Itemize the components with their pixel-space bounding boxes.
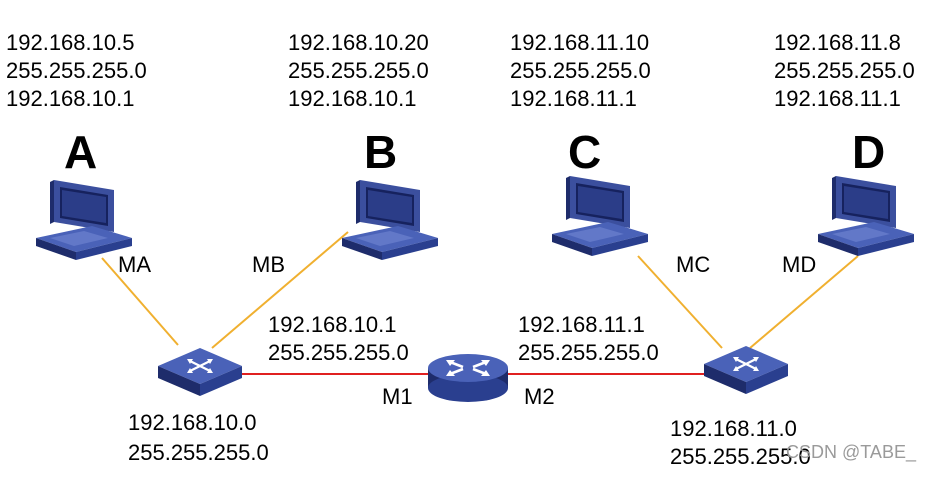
switch-left: 192.168.10.0 255.255.255.0 <box>128 346 269 465</box>
link-a-switch <box>101 257 179 346</box>
link-c-switch <box>637 255 723 349</box>
switch-icon <box>156 346 244 398</box>
host-c-gateway: 192.168.11.1 <box>510 86 637 111</box>
host-a-gateway: 192.168.10.1 <box>6 86 134 111</box>
host-d-gateway: 192.168.11.1 <box>774 86 901 111</box>
host-a: 192.168.10.5 255.255.255.0 192.168.10.1 … <box>6 30 151 277</box>
computer-icon <box>342 180 438 260</box>
switch-right: 192.168.11.0 255.255.255.0 <box>670 344 811 469</box>
host-d-ip: 192.168.11.8 <box>774 30 901 55</box>
host-b-mask: 255.255.255.0 <box>288 58 429 83</box>
switch-left-mask: 255.255.255.0 <box>128 440 269 465</box>
host-b-gateway: 192.168.10.1 <box>288 86 416 111</box>
host-b-mac: MB <box>252 252 285 277</box>
host-c-letter: C <box>568 126 601 178</box>
host-c-mask: 255.255.255.0 <box>510 58 651 83</box>
router-if1-mask: 255.255.255.0 <box>268 340 409 365</box>
computer-icon <box>552 176 648 256</box>
router: 192.168.10.1 255.255.255.0 192.168.11.1 … <box>268 312 659 409</box>
host-b: 192.168.10.20 255.255.255.0 192.168.10.1… <box>252 30 438 277</box>
host-b-letter: B <box>364 126 397 178</box>
host-a-mask: 255.255.255.0 <box>6 58 147 83</box>
router-if2-ip: 192.168.11.1 <box>518 312 645 337</box>
host-a-letter: A <box>64 126 97 178</box>
host-d: 192.168.11.8 255.255.255.0 192.168.11.1 … <box>774 30 915 277</box>
link-lines <box>101 231 859 375</box>
host-a-ip: 192.168.10.5 <box>6 30 134 55</box>
computer-icon <box>36 180 132 260</box>
computer-icon <box>818 176 914 256</box>
host-d-mask: 255.255.255.0 <box>774 58 915 83</box>
host-c-mac: MC <box>676 252 710 277</box>
watermark: CSDN @TABE_ <box>786 442 917 463</box>
switch-right-network: 192.168.11.0 <box>670 416 797 441</box>
router-if2-mask: 255.255.255.0 <box>518 340 659 365</box>
router-if1-ip: 192.168.10.1 <box>268 312 396 337</box>
link-d-switch <box>749 255 859 349</box>
host-d-letter: D <box>852 126 885 178</box>
link-b-switch <box>211 231 349 349</box>
switch-right-mask: 255.255.255.0 <box>670 444 811 469</box>
host-c: 192.168.11.10 255.255.255.0 192.168.11.1… <box>510 30 710 277</box>
host-c-ip: 192.168.11.10 <box>510 30 649 55</box>
router-if1-mac: M1 <box>382 384 413 409</box>
switch-icon <box>702 344 790 396</box>
host-d-mac: MD <box>782 252 816 277</box>
switch-left-network: 192.168.10.0 <box>128 410 256 435</box>
host-a-mac: MA <box>118 252 151 277</box>
router-if2-mac: M2 <box>524 384 555 409</box>
host-b-ip: 192.168.10.20 <box>288 30 429 55</box>
router-icon <box>426 352 510 404</box>
